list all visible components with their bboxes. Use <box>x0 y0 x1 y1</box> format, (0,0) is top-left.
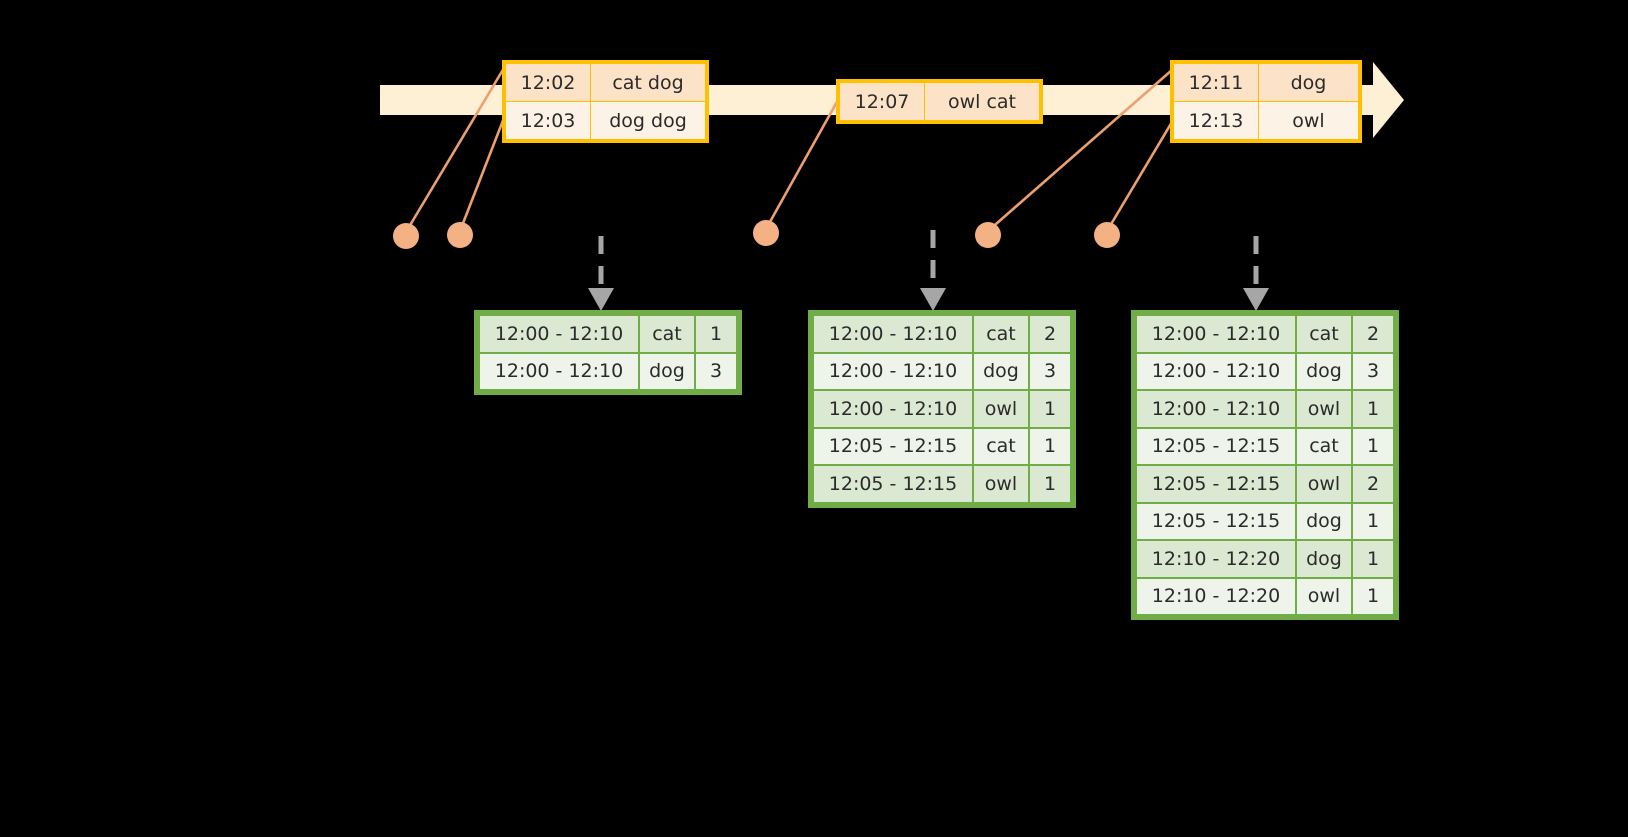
result-window: 12:00 - 12:10 <box>478 314 640 354</box>
result-word: dog <box>638 351 696 391</box>
event-time: 12:03 <box>505 101 591 140</box>
result-count: 1 <box>1028 426 1072 466</box>
emit-arrow-3 <box>1243 236 1269 311</box>
table-row[interactable]: 12:05 - 12:15 owl 1 <box>812 464 1072 504</box>
table-row[interactable]: 12:00 - 12:10 cat 1 <box>478 314 738 354</box>
event-time: 12:07 <box>839 82 925 121</box>
result-count: 1 <box>1351 576 1395 616</box>
result-window: 12:05 - 12:15 <box>812 464 974 504</box>
result-window: 12:00 - 12:10 <box>1135 351 1297 391</box>
table-row[interactable]: 12:00 - 12:10 cat 2 <box>812 314 1072 354</box>
event-group-3[interactable]: 12:11 dog 12:13 owl <box>1170 60 1362 143</box>
event-time: 12:02 <box>505 63 591 102</box>
result-count: 2 <box>1028 314 1072 354</box>
marker-dot-2 <box>447 222 473 248</box>
event-time: 12:11 <box>1173 63 1259 102</box>
result-window: 12:05 - 12:15 <box>1135 426 1297 466</box>
table-row[interactable]: 12:05 - 12:15 owl 2 <box>1135 464 1395 504</box>
result-window: 12:05 - 12:15 <box>1135 501 1297 541</box>
table-row[interactable]: 12:00 - 12:10 cat 2 <box>1135 314 1395 354</box>
result-window: 12:00 - 12:10 <box>1135 314 1297 354</box>
result-count: 1 <box>1351 501 1395 541</box>
connector-lines <box>404 67 1174 233</box>
result-count: 3 <box>694 351 738 391</box>
result-window: 12:00 - 12:10 <box>478 351 640 391</box>
table-row[interactable]: 12:00 - 12:10 dog 3 <box>812 351 1072 391</box>
result-table-2[interactable]: 12:00 - 12:10 cat 2 12:00 - 12:10 dog 3 … <box>808 310 1076 508</box>
result-window: 12:10 - 12:20 <box>1135 539 1297 579</box>
result-window: 12:00 - 12:10 <box>812 389 974 429</box>
result-count: 1 <box>1351 539 1395 579</box>
event-words: owl <box>1258 101 1359 140</box>
event-words: owl cat <box>924 82 1040 121</box>
table-row[interactable]: 12:00 - 12:10 dog 3 <box>478 351 738 391</box>
result-window: 12:10 - 12:20 <box>1135 576 1297 616</box>
result-window: 12:00 - 12:10 <box>812 351 974 391</box>
result-count: 3 <box>1028 351 1072 391</box>
result-word: cat <box>972 426 1030 466</box>
table-row[interactable]: 12:10 - 12:20 dog 1 <box>1135 539 1395 579</box>
event-group-2[interactable]: 12:07 owl cat <box>836 79 1043 124</box>
result-window: 12:05 - 12:15 <box>1135 464 1297 504</box>
marker-dot-1 <box>393 223 419 249</box>
event-words: cat dog <box>590 63 706 102</box>
result-word: owl <box>972 464 1030 504</box>
result-count: 1 <box>1351 426 1395 466</box>
table-row[interactable]: 12:10 - 12:20 owl 1 <box>1135 576 1395 616</box>
emit-arrow-1 <box>588 236 614 311</box>
table-row[interactable]: 12:05 - 12:15 cat 1 <box>812 426 1072 466</box>
result-word: cat <box>972 314 1030 354</box>
result-table-3[interactable]: 12:00 - 12:10 cat 2 12:00 - 12:10 dog 3 … <box>1131 310 1399 620</box>
table-row[interactable]: 12:00 - 12:10 owl 1 <box>1135 389 1395 429</box>
event-words: dog dog <box>590 101 706 140</box>
result-window: 12:05 - 12:15 <box>812 426 974 466</box>
result-table-1[interactable]: 12:00 - 12:10 cat 1 12:00 - 12:10 dog 3 <box>474 310 742 395</box>
result-count: 1 <box>1351 389 1395 429</box>
emit-arrows <box>588 230 1269 311</box>
result-count: 3 <box>1351 351 1395 391</box>
result-word: owl <box>1295 576 1353 616</box>
marker-dot-3 <box>753 220 779 246</box>
result-word: dog <box>972 351 1030 391</box>
marker-dot-5 <box>1094 222 1120 248</box>
table-row[interactable]: 12:00 - 12:10 dog 3 <box>1135 351 1395 391</box>
result-word: dog <box>1295 351 1353 391</box>
result-word: owl <box>1295 464 1353 504</box>
event-time: 12:13 <box>1173 101 1259 140</box>
event-row[interactable]: 12:02 cat dog <box>505 63 706 102</box>
table-row[interactable]: 12:05 - 12:15 cat 1 <box>1135 426 1395 466</box>
result-window: 12:00 - 12:10 <box>812 314 974 354</box>
result-word: owl <box>1295 389 1353 429</box>
event-row[interactable]: 12:07 owl cat <box>839 82 1040 121</box>
result-word: dog <box>1295 501 1353 541</box>
event-row[interactable]: 12:11 dog <box>1173 63 1359 102</box>
table-row[interactable]: 12:00 - 12:10 owl 1 <box>812 389 1072 429</box>
event-words: dog <box>1258 63 1359 102</box>
event-row[interactable]: 12:13 owl <box>1173 101 1359 140</box>
emit-arrow-2 <box>920 230 946 311</box>
result-word: owl <box>972 389 1030 429</box>
result-count: 1 <box>694 314 738 354</box>
result-count: 2 <box>1351 314 1395 354</box>
result-word: dog <box>1295 539 1353 579</box>
result-word: cat <box>638 314 696 354</box>
result-window: 12:00 - 12:10 <box>1135 389 1297 429</box>
marker-dot-4 <box>975 222 1001 248</box>
table-row[interactable]: 12:05 - 12:15 dog 1 <box>1135 501 1395 541</box>
event-group-1[interactable]: 12:02 cat dog 12:03 dog dog <box>502 60 709 143</box>
result-word: cat <box>1295 314 1353 354</box>
marker-dots <box>393 220 1120 249</box>
result-word: cat <box>1295 426 1353 466</box>
event-row[interactable]: 12:03 dog dog <box>505 101 706 140</box>
result-count: 2 <box>1351 464 1395 504</box>
result-count: 1 <box>1028 464 1072 504</box>
result-count: 1 <box>1028 389 1072 429</box>
